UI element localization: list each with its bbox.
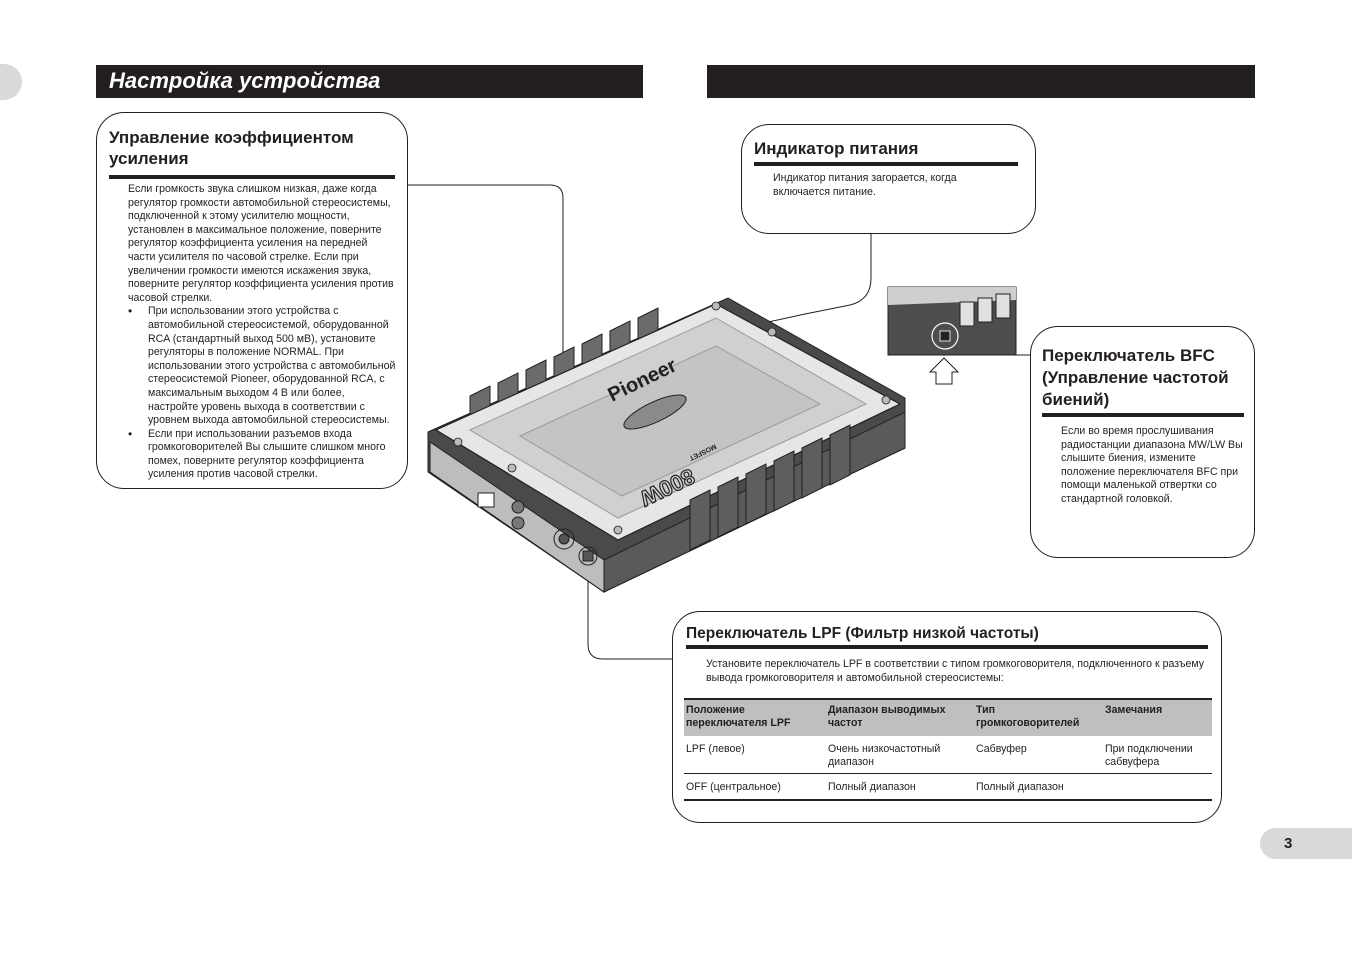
arrow-up-icon bbox=[928, 357, 960, 385]
section-title-bar: Настройка устройства bbox=[96, 65, 643, 98]
power-indicator-callout: Индикатор питания Индикатор питания заго… bbox=[741, 124, 1036, 234]
lpf-switch-callout: Переключатель LPF (Фильтр низкой частоты… bbox=[672, 611, 1222, 823]
table-cell: Полный диапазон bbox=[828, 781, 916, 793]
gain-control-callout: Управление коэффициентом усиления Если г… bbox=[96, 112, 408, 489]
bfc-inset-illustration bbox=[887, 286, 1017, 356]
bfc-callout-text: Если во время прослушивания радиостанции… bbox=[1061, 425, 1243, 505]
table-cell: Полный диапазон bbox=[976, 781, 1064, 793]
page-edge-tab bbox=[0, 64, 22, 100]
lpf-table-header-row: Положение переключателя LPF Диапазон выв… bbox=[684, 698, 1212, 736]
table-cell: Сабвуфер bbox=[974, 736, 1103, 774]
bfc-callout-title: Переключатель BFC (Управление частотой б… bbox=[1042, 345, 1244, 417]
power-callout-text: Индикатор питания загорается, когда вклю… bbox=[773, 172, 957, 198]
gain-callout-intro: Если громкость звука слишком низкая, даж… bbox=[128, 183, 394, 304]
table-cell: При подключении сабвуфера bbox=[1103, 736, 1212, 774]
page-number: 3 bbox=[1284, 835, 1293, 852]
lpf-table-header: Диапазон выводимых частот bbox=[826, 698, 974, 736]
table-row: OFF (центральное) Полный диапазон Полный… bbox=[684, 774, 1212, 801]
table-cell: OFF (центральное) bbox=[686, 781, 781, 793]
gain-leader-line bbox=[408, 184, 564, 530]
table-row: LPF (левое) Очень низкочастотный диапазо… bbox=[684, 736, 1212, 774]
page-title: Настройка устройства bbox=[109, 68, 381, 93]
gain-callout-bullets: При использовании этого устройства с авт… bbox=[128, 305, 396, 482]
section-title-bar-right bbox=[707, 65, 1255, 98]
gain-callout-bullet: При использовании этого устройства с авт… bbox=[128, 305, 396, 427]
lpf-leader-line bbox=[587, 566, 672, 660]
table-cell: Очень низкочастотный диапазон bbox=[826, 736, 974, 774]
table-cell bbox=[1103, 774, 1212, 801]
lpf-table: Положение переключателя LPF Диапазон выв… bbox=[684, 698, 1212, 801]
lpf-table-header: Положение переключателя LPF bbox=[684, 698, 826, 736]
lpf-table-header: Тип громкоговорителей bbox=[974, 698, 1103, 736]
lpf-table-header: Замечания bbox=[1103, 698, 1212, 736]
page-number-tab: 3 bbox=[1260, 828, 1352, 859]
lpf-callout-title: Переключатель LPF (Фильтр низкой частоты… bbox=[686, 624, 1208, 649]
power-callout-title: Индикатор питания bbox=[754, 138, 1018, 166]
table-cell: LPF (левое) bbox=[684, 736, 826, 774]
gain-callout-title: Управление коэффициентом усиления bbox=[109, 127, 395, 179]
gain-callout-bullet: Если при использовании разъемов входа гр… bbox=[128, 428, 396, 482]
bfc-switch-callout: Переключатель BFC (Управление частотой б… bbox=[1030, 326, 1255, 558]
lpf-callout-text: Установите переключатель LPF в соответст… bbox=[706, 658, 1205, 684]
gain-callout-body: Если громкость звука слишком низкая, даж… bbox=[128, 183, 396, 482]
amplifier-body: Pioneer 800W MOSFET bbox=[427, 297, 906, 593]
